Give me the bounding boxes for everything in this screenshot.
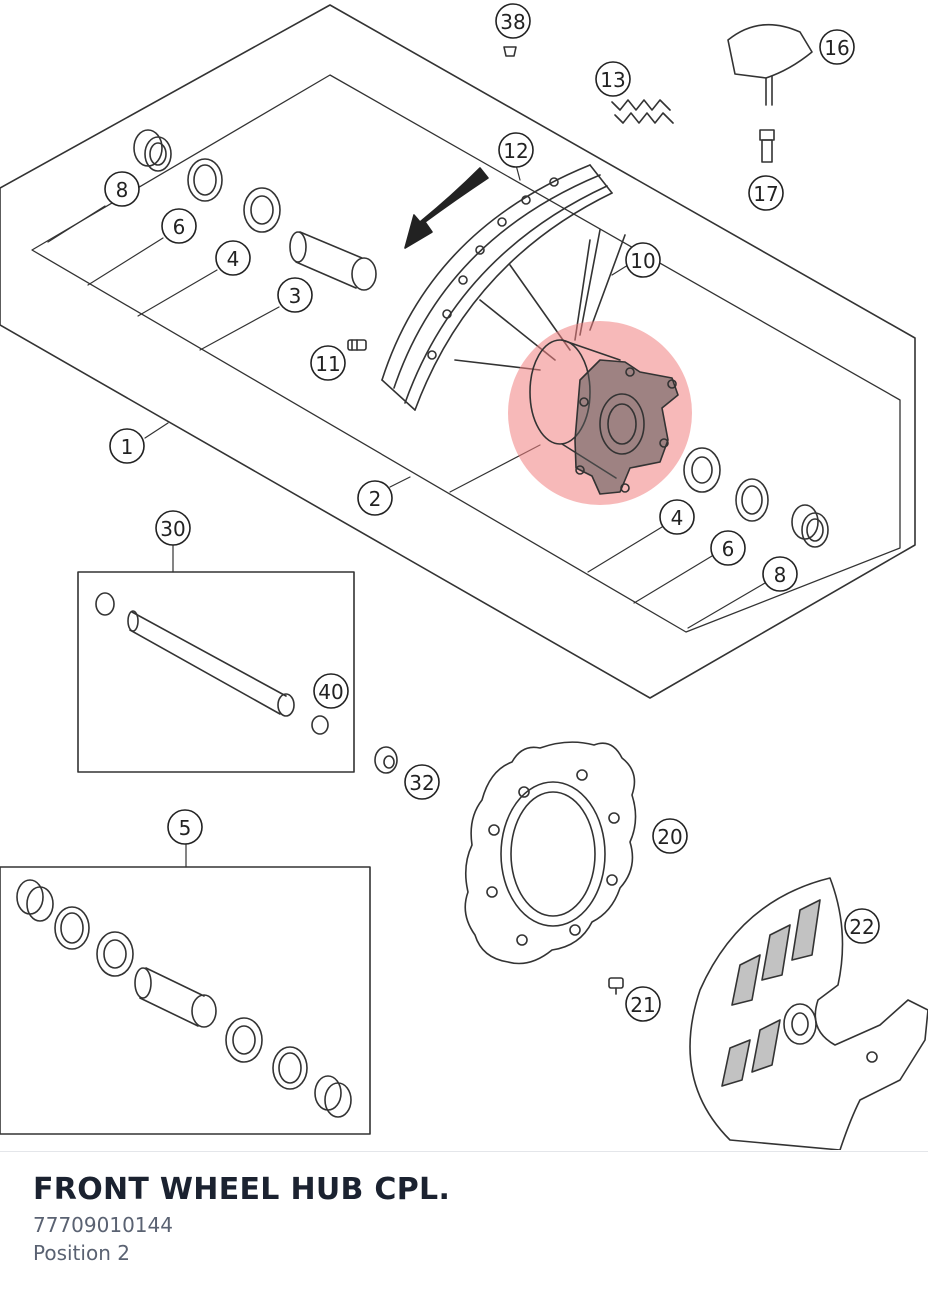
callout-40[interactable]: 40 bbox=[313, 673, 349, 709]
callout-label: 38 bbox=[500, 10, 525, 34]
callout-circle bbox=[498, 132, 534, 168]
callout-label: 1 bbox=[121, 435, 134, 459]
callout-label: 22 bbox=[849, 915, 874, 939]
callout-circle bbox=[313, 673, 349, 709]
part-number: 77709010144 bbox=[33, 1213, 173, 1237]
disc-guard-22-icon bbox=[689, 877, 928, 1150]
callout-circle bbox=[625, 242, 661, 278]
axle-30-icon bbox=[95, 592, 329, 735]
callout-label: 3 bbox=[289, 284, 302, 308]
brake-disc-20-icon bbox=[464, 741, 637, 965]
callout-11[interactable]: 11 bbox=[310, 345, 346, 381]
callout-circle bbox=[652, 818, 688, 854]
callout-30[interactable]: 30 bbox=[155, 510, 191, 546]
callout-circle bbox=[404, 764, 440, 800]
callout-label: 11 bbox=[315, 352, 340, 376]
callout-circle bbox=[155, 510, 191, 546]
bolt-17-icon bbox=[759, 129, 775, 163]
screw-21-icon bbox=[608, 977, 624, 995]
callout-label: 6 bbox=[173, 215, 186, 239]
callout-circle bbox=[659, 499, 695, 535]
callout-label: 2 bbox=[369, 487, 382, 511]
callout-label: 13 bbox=[600, 68, 625, 92]
bearing-kit-frame bbox=[0, 866, 371, 1135]
callout-6[interactable]: 6 bbox=[710, 530, 746, 566]
callout-1[interactable]: 1 bbox=[109, 428, 145, 464]
wheel-assembly-frame bbox=[0, 4, 916, 699]
callout-label: 8 bbox=[116, 178, 129, 202]
wheel-hub-icon bbox=[529, 339, 679, 495]
callout-circle bbox=[167, 809, 203, 845]
callout-label: 16 bbox=[824, 36, 849, 60]
callout-4[interactable]: 4 bbox=[659, 499, 695, 535]
callout-circle bbox=[625, 986, 661, 1022]
callout-13[interactable]: 13 bbox=[595, 61, 631, 97]
callout-circle bbox=[310, 345, 346, 381]
callout-21[interactable]: 21 bbox=[625, 986, 661, 1022]
nipple-38-icon bbox=[503, 46, 517, 57]
callout-label: 10 bbox=[630, 249, 655, 273]
callout-label: 21 bbox=[630, 993, 655, 1017]
callout-circle bbox=[109, 428, 145, 464]
callout-17[interactable]: 17 bbox=[748, 175, 784, 211]
seal-ring-6-icon bbox=[187, 158, 223, 202]
callout-circle bbox=[357, 480, 393, 516]
spoke-set-13-icon bbox=[611, 99, 674, 124]
ball-bearing-4-icon bbox=[243, 187, 281, 233]
part-position: Position 2 bbox=[33, 1241, 130, 1265]
bearing-kit-5-icon bbox=[16, 879, 352, 1118]
seal-ring-6b-icon bbox=[735, 478, 769, 522]
callout-circle bbox=[161, 208, 197, 244]
wheel-rim-icon bbox=[381, 164, 626, 411]
callout-22[interactable]: 22 bbox=[844, 908, 880, 944]
callout-circle bbox=[595, 61, 631, 97]
part-title: FRONT WHEEL HUB CPL. bbox=[33, 1172, 451, 1207]
callout-8[interactable]: 8 bbox=[104, 171, 140, 207]
callout-circle bbox=[844, 908, 880, 944]
rotation-arrow-icon bbox=[404, 167, 489, 249]
callout-4[interactable]: 4 bbox=[215, 240, 251, 276]
callout-10[interactable]: 10 bbox=[625, 242, 661, 278]
callout-2[interactable]: 2 bbox=[357, 480, 393, 516]
callout-circle bbox=[748, 175, 784, 211]
callout-label: 17 bbox=[753, 182, 778, 206]
callout-3[interactable]: 3 bbox=[277, 277, 313, 313]
ball-bearing-4b-icon bbox=[683, 447, 721, 493]
callout-label: 40 bbox=[318, 680, 343, 704]
callout-label: 30 bbox=[160, 517, 185, 541]
callout-label: 20 bbox=[657, 825, 682, 849]
callout-38[interactable]: 38 bbox=[495, 3, 531, 39]
callout-16[interactable]: 16 bbox=[819, 29, 855, 65]
callout-label: 32 bbox=[409, 771, 434, 795]
callout-label: 6 bbox=[722, 537, 735, 561]
callout-5[interactable]: 5 bbox=[167, 809, 203, 845]
valve-screw-11-icon bbox=[347, 339, 367, 351]
callout-label: 5 bbox=[179, 816, 192, 840]
callout-circle bbox=[495, 3, 531, 39]
callout-6[interactable]: 6 bbox=[161, 208, 197, 244]
bearing-seal-8-icon bbox=[133, 129, 172, 172]
callout-circle bbox=[762, 556, 798, 592]
spacer-sleeve-3-icon bbox=[289, 231, 377, 291]
axle-box-frame bbox=[77, 571, 355, 773]
callout-circle bbox=[215, 240, 251, 276]
bearing-set-frame-inner bbox=[31, 74, 901, 633]
callout-20[interactable]: 20 bbox=[652, 818, 688, 854]
callout-circle bbox=[277, 277, 313, 313]
bearing-seal-8b-icon bbox=[791, 504, 829, 548]
callout-label: 4 bbox=[671, 506, 684, 530]
callout-circle bbox=[104, 171, 140, 207]
callout-circle bbox=[819, 29, 855, 65]
callout-circle bbox=[710, 530, 746, 566]
callout-32[interactable]: 32 bbox=[404, 764, 440, 800]
callout-label: 4 bbox=[227, 247, 240, 271]
callout-8[interactable]: 8 bbox=[762, 556, 798, 592]
part-caption: FRONT WHEEL HUB CPL. 77709010144 Positio… bbox=[0, 1151, 928, 1290]
nut-32-icon bbox=[374, 746, 398, 774]
callout-12[interactable]: 12 bbox=[498, 132, 534, 168]
callout-label: 12 bbox=[503, 139, 528, 163]
callout-label: 8 bbox=[774, 563, 787, 587]
stand-16-icon bbox=[727, 23, 813, 106]
